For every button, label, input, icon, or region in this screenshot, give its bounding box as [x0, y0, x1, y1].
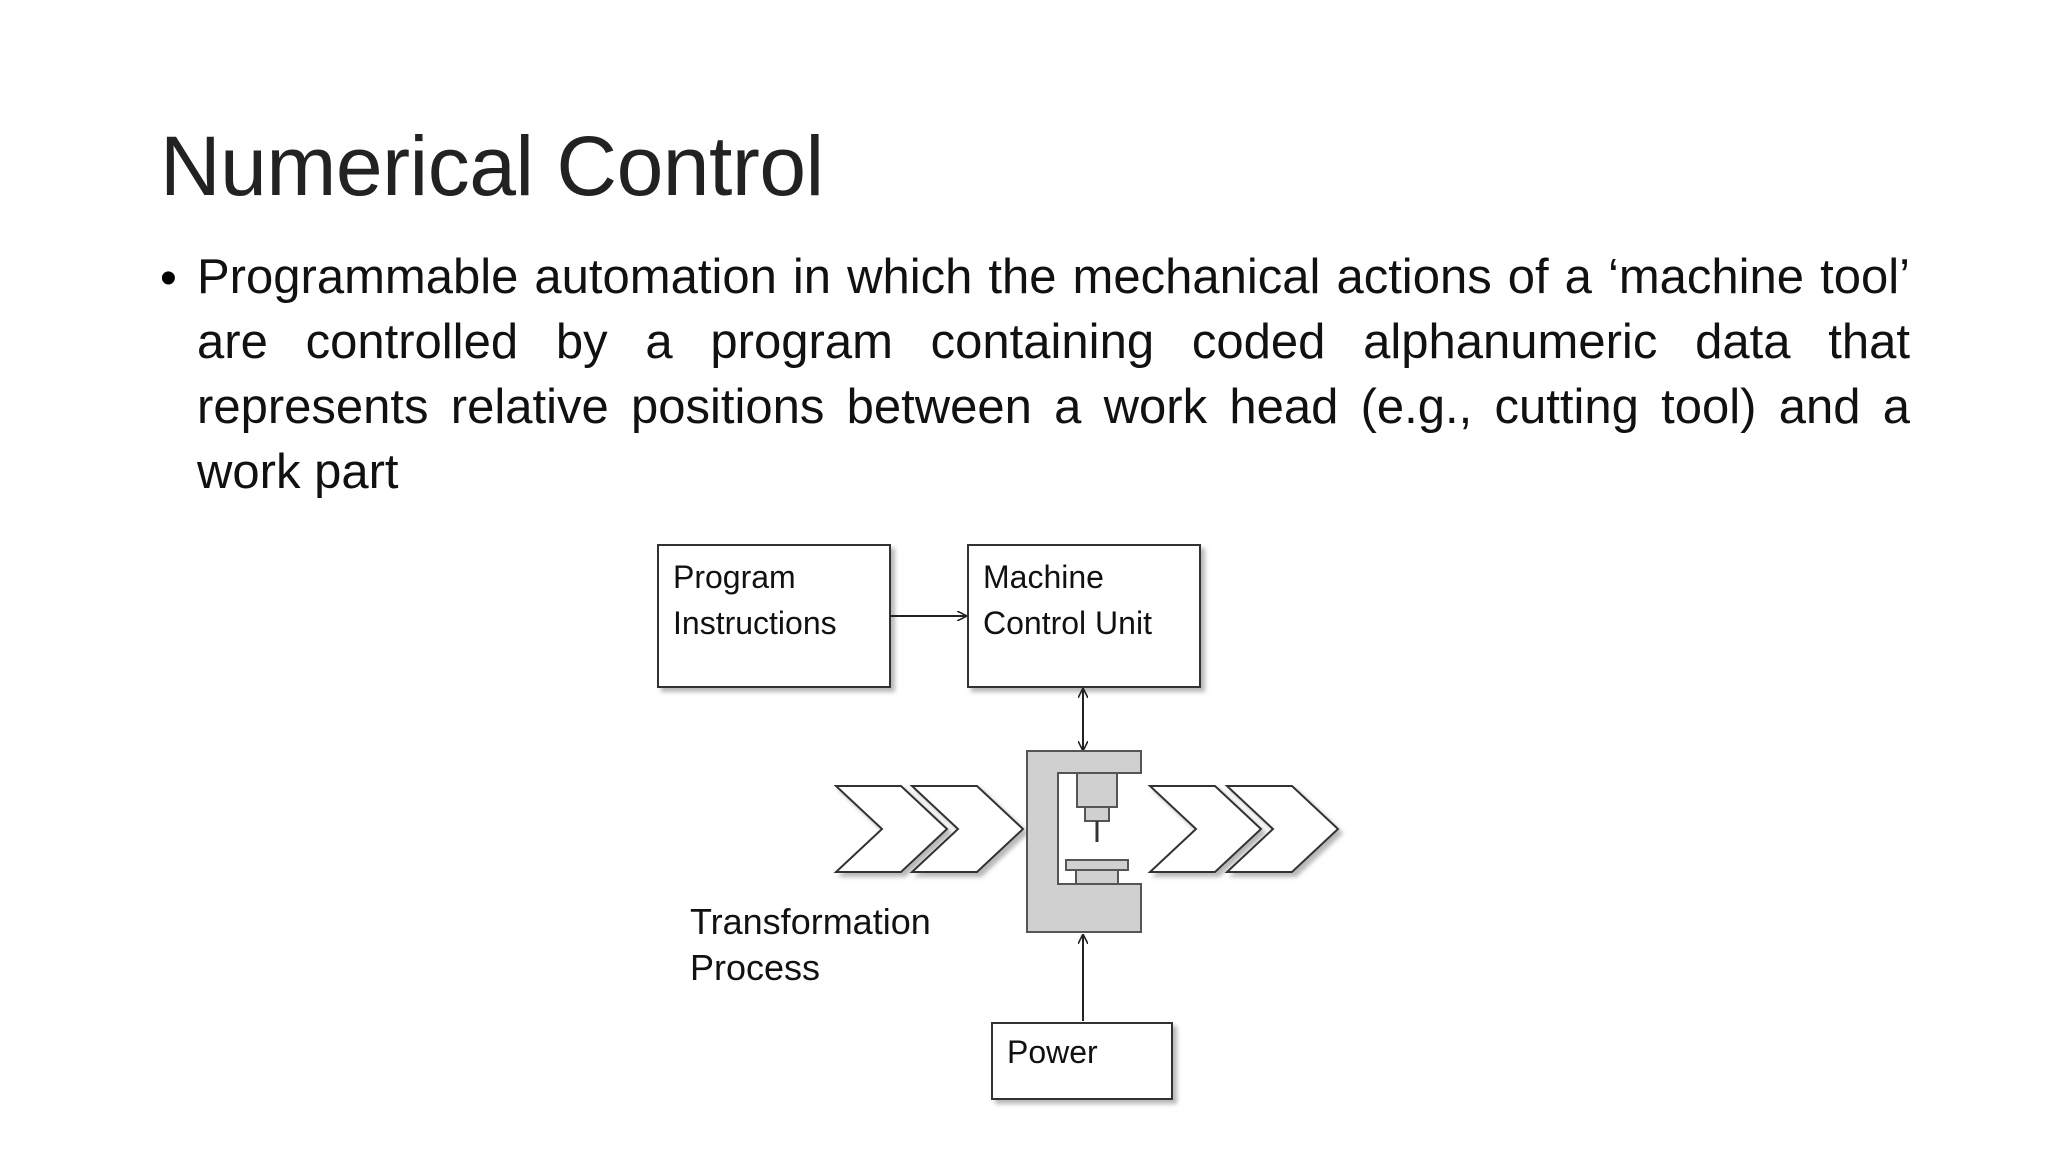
- worktable: [1065, 859, 1129, 871]
- transformation-process-line2: Process: [690, 947, 820, 988]
- input-chevron-2: [909, 785, 1025, 873]
- machine-control-unit-box: Machine Control Unit: [967, 544, 1201, 688]
- output-chevrons: [1147, 785, 1340, 873]
- bullet-text: Programmable automation in which the mec…: [197, 250, 1910, 499]
- bullet-item: • Programmable automation in which the m…: [160, 245, 1910, 505]
- input-chevrons: [833, 785, 1025, 873]
- machine-tool-icon: [1026, 750, 1142, 933]
- spindle-head: [1076, 772, 1118, 808]
- output-chevron-1: [1147, 785, 1263, 873]
- mcu-box-line1: Machine: [983, 559, 1104, 595]
- output-chevron-2: [1224, 785, 1340, 873]
- mcu-box-line2: Control Unit: [983, 605, 1152, 641]
- spindle-collar: [1084, 806, 1110, 822]
- program-box-line1: Program: [673, 559, 796, 595]
- program-box-line2: Instructions: [673, 605, 837, 641]
- transformation-process-line1: Transformation: [690, 901, 931, 942]
- worktable-base: [1075, 869, 1119, 885]
- power-box: Power: [991, 1022, 1173, 1100]
- program-instructions-box: Program Instructions: [657, 544, 891, 688]
- bullet-dot-icon: •: [160, 252, 177, 305]
- power-box-label: Power: [1007, 1034, 1098, 1070]
- input-chevron-1: [833, 785, 949, 873]
- slide-title: Numerical Control: [160, 119, 824, 213]
